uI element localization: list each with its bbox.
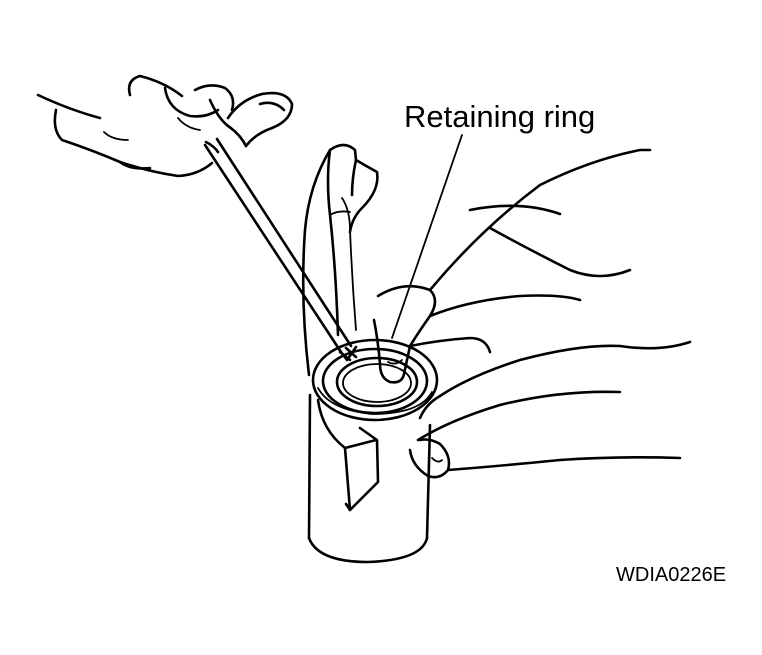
bore-and-ring: [311, 338, 439, 422]
fork-boss: [316, 398, 380, 512]
left-hand: [36, 74, 294, 178]
callout-leader-line: [391, 134, 463, 339]
screwdriver: [203, 137, 358, 362]
right-hand: [372, 148, 692, 479]
shift-rod: [307, 393, 432, 564]
figure-code-label: WDIA0226E: [616, 564, 727, 586]
callout-retaining-ring-label: Retaining ring: [404, 99, 596, 134]
